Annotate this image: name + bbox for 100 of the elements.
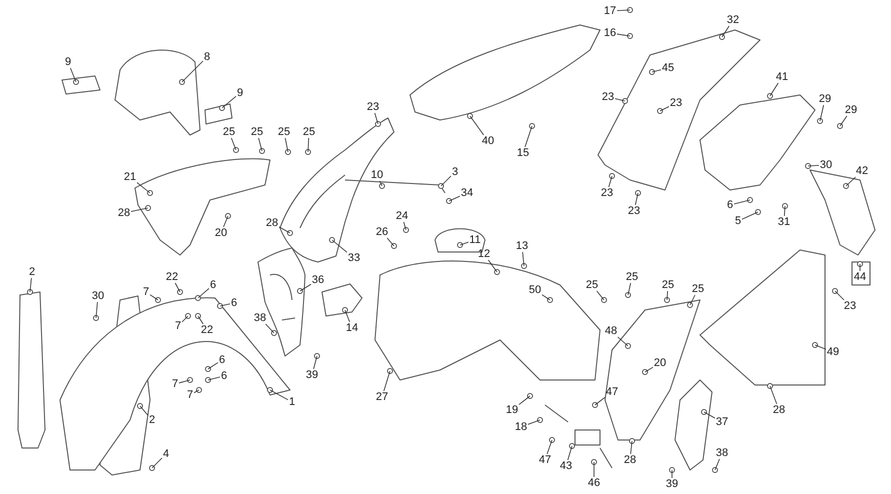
leader-line [834, 290, 844, 300]
leader-line [522, 252, 524, 266]
leader-line [714, 458, 720, 470]
callout-number: 40 [482, 135, 494, 147]
leader-line [660, 106, 670, 112]
leader-line [820, 104, 824, 122]
callout-number: 20 [214, 227, 228, 239]
leader-line [194, 390, 200, 394]
leader-line [220, 303, 230, 306]
leader-line [386, 238, 394, 246]
leader-line [198, 316, 204, 324]
callout-number: 39 [306, 369, 318, 381]
callout-number: 2 [28, 266, 36, 278]
leader-line [70, 68, 76, 82]
callout-number: 47 [606, 386, 618, 398]
callout-number: 25 [662, 279, 674, 291]
leader-line [379, 180, 382, 186]
callout-number: 29 [844, 104, 858, 116]
callout-number: 48 [604, 325, 618, 337]
callout-number: 9 [64, 56, 72, 68]
callout-number: 25 [692, 283, 704, 295]
leader-line [174, 282, 180, 292]
callout-number: 25 [302, 126, 316, 138]
callout-number: 23 [844, 300, 856, 312]
callout-number: 20 [654, 357, 666, 369]
callout-number: 21 [124, 171, 136, 183]
leader-line [652, 69, 662, 72]
callout-number: 6 [210, 279, 216, 291]
callout-number: 1 [288, 396, 296, 408]
callout-number: 6 [230, 297, 238, 309]
leader-line [208, 376, 220, 380]
callout-number: 24 [396, 210, 408, 222]
leader-line [332, 240, 348, 253]
leader-line [222, 96, 236, 108]
callout-number: 26 [376, 226, 388, 238]
leader-line [518, 396, 530, 405]
leader-line [690, 294, 696, 306]
callout-number: 36 [312, 274, 324, 286]
callout-number: 23 [628, 205, 640, 217]
callout-number: 7 [142, 286, 150, 298]
callout-number: 23 [600, 187, 614, 199]
callout-number: 19 [506, 404, 518, 416]
callout-number: 12 [478, 248, 490, 260]
leader-line [594, 396, 606, 406]
leader-line [524, 126, 532, 148]
callout-number: 5 [734, 215, 742, 227]
callout-number: 37 [716, 416, 728, 428]
callout-number: 50 [528, 284, 542, 296]
leader-line [96, 302, 98, 318]
leader-line [666, 290, 668, 300]
leader-line [542, 294, 550, 300]
callout-number: 31 [778, 216, 790, 228]
leader-line [208, 362, 218, 370]
callout-number: 7 [186, 389, 194, 401]
callout-number: 25 [250, 126, 264, 138]
leader-line [374, 112, 378, 124]
leader-line [223, 216, 228, 228]
callout-number: 38 [254, 312, 266, 324]
leader-line [300, 284, 312, 292]
callout-number: 43 [560, 460, 572, 472]
leader-line [634, 192, 638, 206]
leader-line [460, 242, 469, 246]
callout-number: 38 [716, 447, 728, 459]
callout-number: 34 [460, 187, 474, 199]
callout-number: 4 [162, 448, 170, 460]
callout-number: 46 [588, 477, 600, 489]
leader-line [770, 386, 778, 404]
callout-number: 25 [222, 126, 236, 138]
leader-line [130, 208, 148, 212]
leader-line [284, 138, 288, 152]
leader-line [742, 212, 758, 220]
callout-number: 13 [516, 240, 528, 252]
leader-line [546, 440, 552, 454]
leader-line [150, 294, 158, 300]
callout-number: 14 [346, 322, 358, 334]
leader-line [178, 380, 190, 384]
leader-line [198, 288, 210, 298]
leader-line [182, 316, 188, 322]
callout-number: 6 [726, 199, 734, 211]
leader-line [644, 366, 654, 372]
callout-number: 22 [166, 271, 178, 283]
leader-line [704, 412, 716, 418]
callout-number: 6 [218, 354, 226, 366]
callout-number: 28 [266, 217, 278, 229]
leader-line [403, 222, 406, 230]
callout-number: 17 [604, 5, 616, 17]
callout-number: 9 [236, 87, 244, 99]
leader-line [230, 138, 236, 150]
leader-line [383, 370, 390, 392]
callout-number: 22 [200, 324, 214, 336]
leader-line [528, 420, 540, 425]
leader-line [152, 458, 162, 468]
leader-line [814, 344, 826, 350]
callout-number: 6 [220, 370, 228, 382]
leader-line [278, 226, 290, 234]
leader-line [596, 290, 604, 300]
leader-line [567, 446, 572, 460]
leader-line [308, 138, 310, 152]
callout-number: 49 [826, 346, 840, 358]
leader-line [840, 116, 848, 126]
